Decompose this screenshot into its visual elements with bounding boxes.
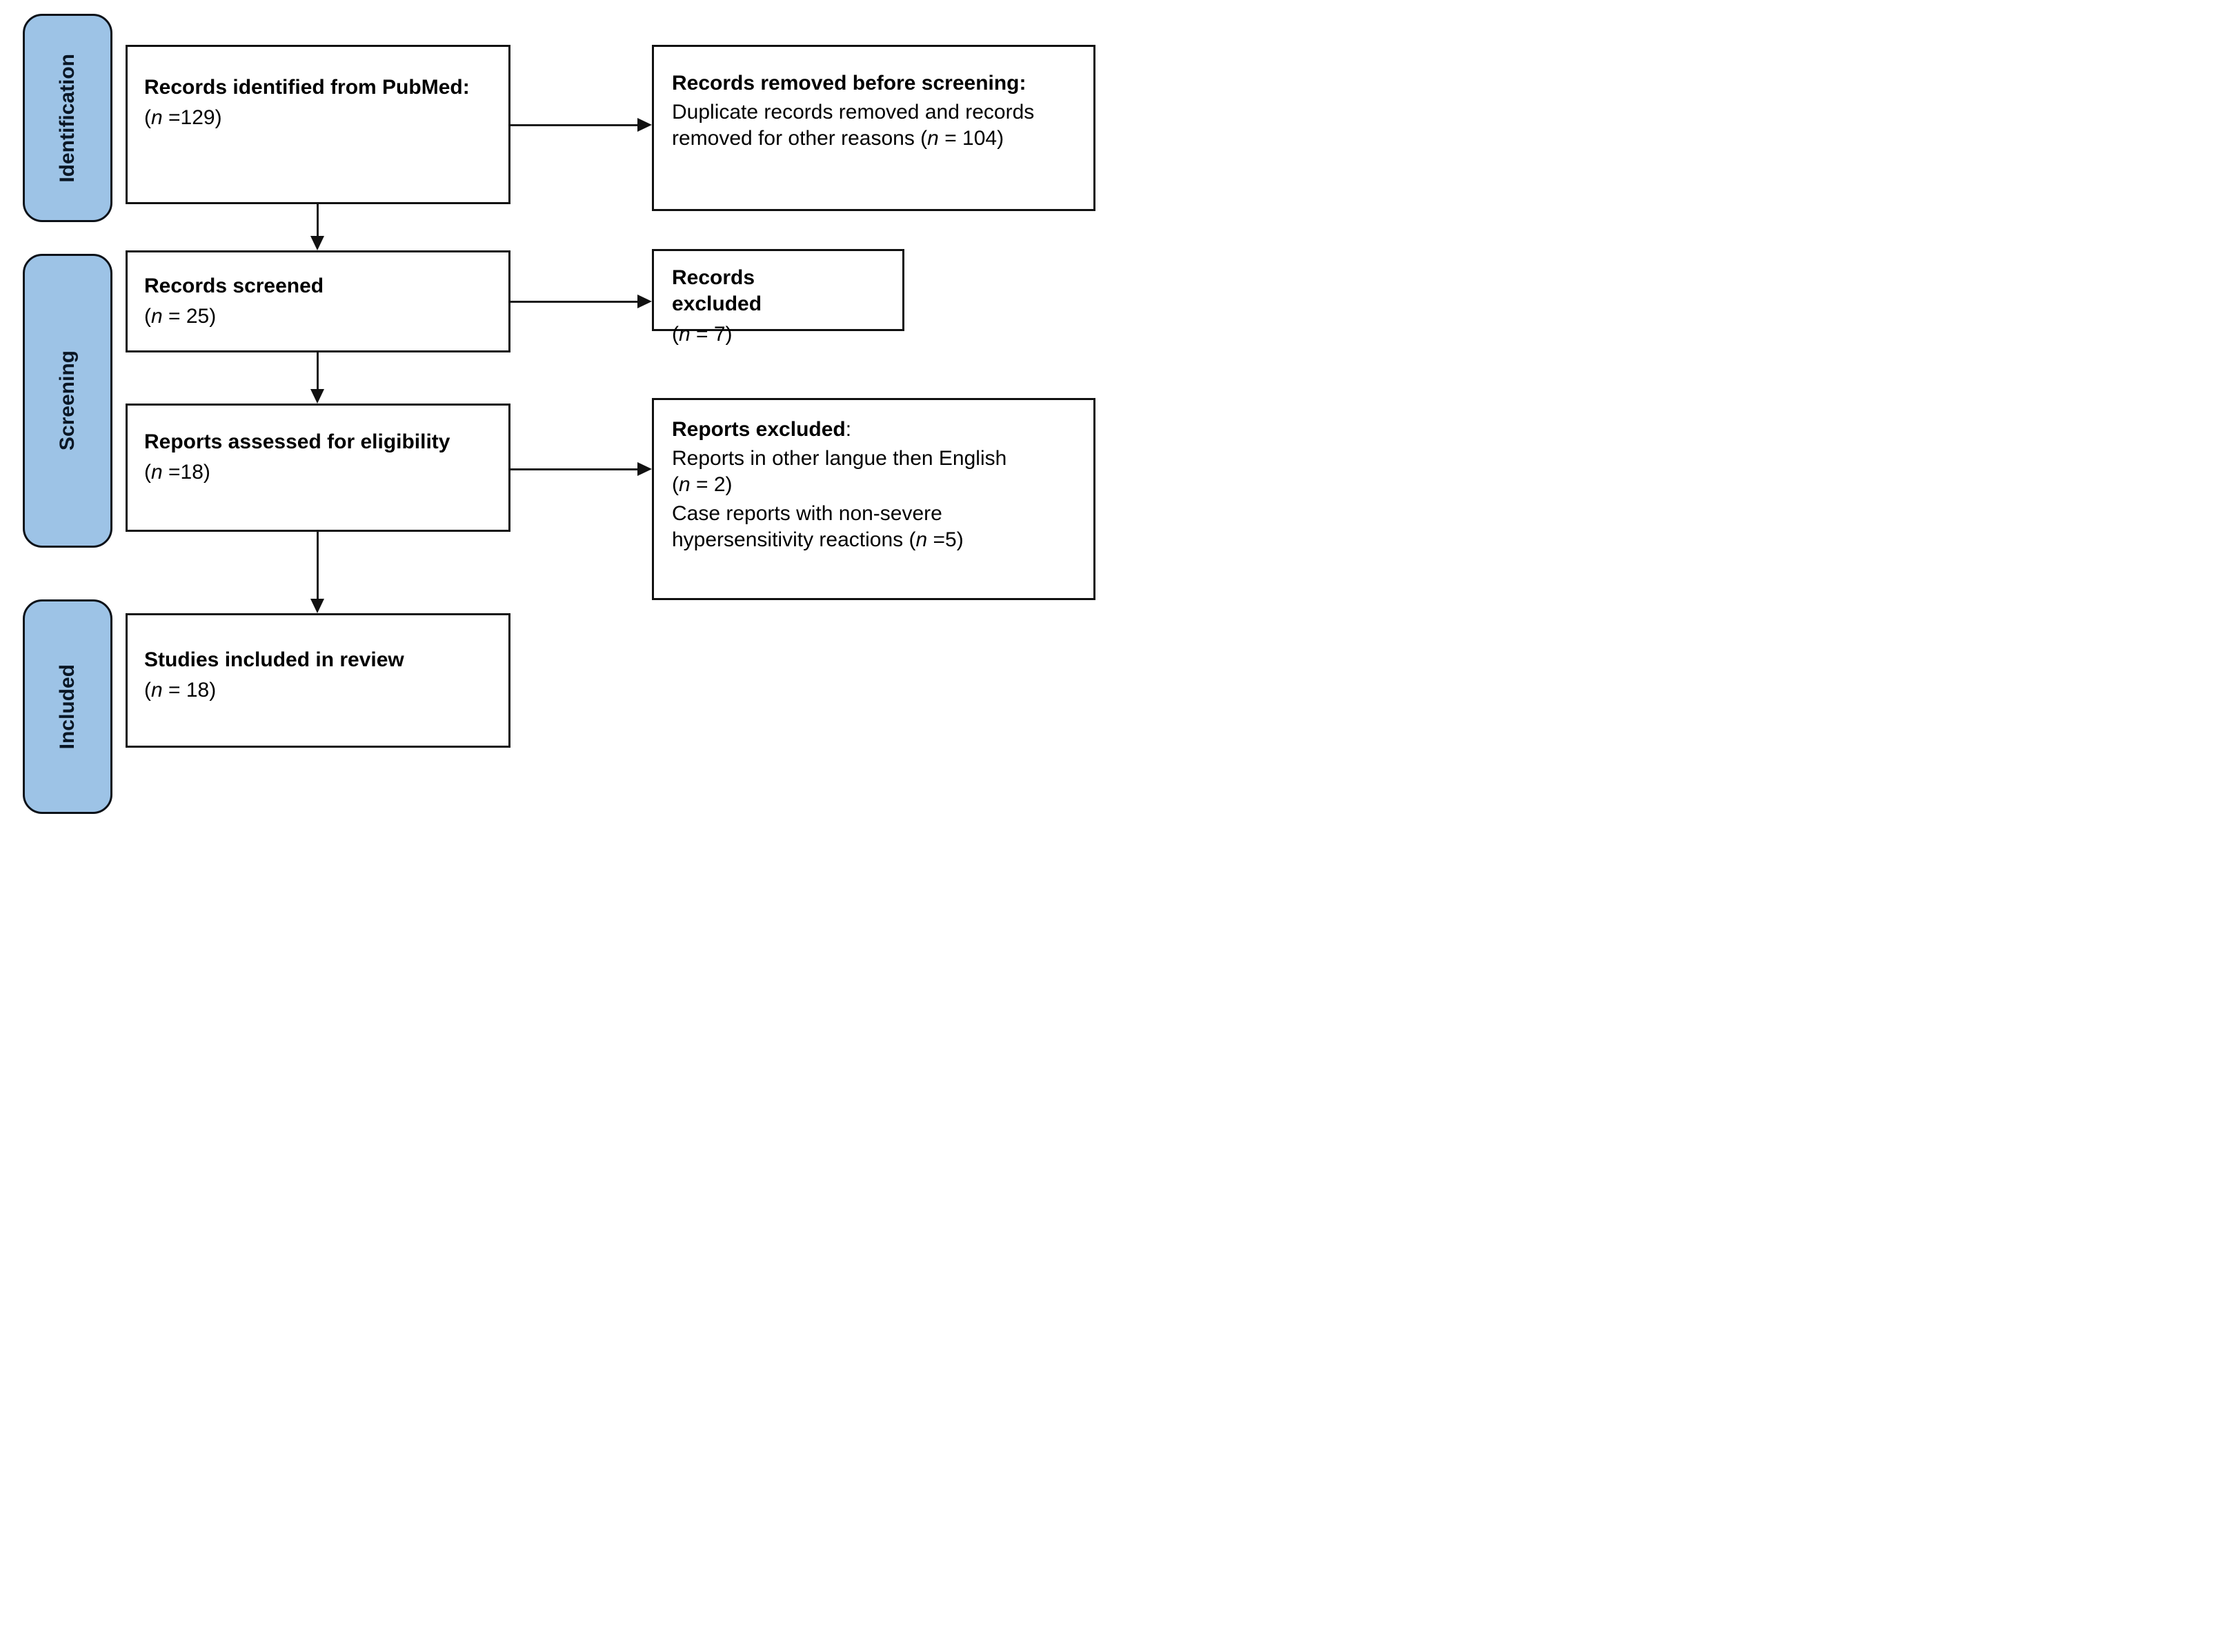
stage-box-included: Included [23, 599, 112, 814]
count-rest: = 104) [938, 127, 1004, 150]
stage-label-screening: Screening [56, 350, 79, 451]
arrow-line-assessed-to-excluded [510, 468, 639, 470]
box-records-screened-count: (n = 25) [144, 303, 492, 330]
box-studies-included-title: Studies included in review [144, 648, 404, 671]
box-records-excluded-count: (n = 7) [672, 321, 886, 348]
box-records-removed-body: Duplicate records removed and records re… [672, 99, 1044, 152]
count-open: ( [144, 305, 151, 328]
box-studies-included: Studies included in review (n = 18) [126, 613, 510, 748]
count-open: ( [672, 323, 679, 346]
count-rest: =5) [927, 528, 964, 552]
arrow-line-screened-to-excluded [510, 301, 639, 303]
box-records-identified-title: Records identified from PubMed: [144, 76, 470, 99]
stage-box-identification: Identification [23, 14, 112, 222]
count-n-italic: n [915, 528, 928, 552]
box-reports-excluded: Reports excluded: Reports in other langu… [652, 398, 1095, 600]
stage-box-screening: Screening [23, 254, 112, 548]
stage-label-included: Included [56, 664, 79, 750]
count-open: ( [144, 461, 151, 484]
count-rest: = 7) [690, 323, 733, 346]
reason-text: Case reports with non-severe hypersensit… [672, 502, 942, 552]
body-text: Duplicate records removed and records re… [672, 101, 1035, 150]
box-records-excluded-title: Records excluded [672, 266, 762, 316]
prisma-flow-diagram: Identification Screening Included Record… [0, 0, 1106, 826]
box-reports-assessed-title: Reports assessed for eligibility [144, 430, 450, 453]
arrow-head-identified-to-removed [637, 118, 652, 132]
count-rest: =129) [162, 106, 222, 130]
count-rest: = 2) [690, 473, 733, 497]
box-reports-excluded-reason-1: Reports in other langue then English (n … [672, 446, 1031, 498]
box-records-removed: Records removed before screening: Duplic… [652, 45, 1095, 211]
arrow-line-identified-to-removed [510, 124, 639, 126]
stage-label-identification: Identification [56, 53, 79, 183]
title-text: Reports excluded [672, 418, 846, 441]
box-records-screened: Records screened (n = 25) [126, 250, 510, 352]
count-n-italic: n [151, 305, 163, 328]
count-open: ( [144, 106, 151, 130]
arrow-head-screened-to-excluded [637, 295, 652, 308]
arrow-line-identified-to-screened [317, 204, 319, 237]
title-colon: : [845, 418, 852, 441]
box-studies-included-count: (n = 18) [144, 677, 492, 704]
box-records-removed-title: Records removed before screening: [672, 72, 1026, 94]
count-n-italic: n [151, 106, 163, 130]
box-records-screened-title: Records screened [144, 275, 324, 297]
box-reports-excluded-reason-2: Case reports with non-severe hypersensit… [672, 501, 1031, 553]
reason-text: Reports in other langue then English ( [672, 447, 1007, 497]
count-n-italic: n [151, 679, 163, 702]
box-reports-assessed-count: (n =18) [144, 459, 492, 486]
count-n-italic: n [927, 127, 939, 150]
box-reports-excluded-title: Reports excluded: [672, 417, 1077, 443]
count-rest: =18) [162, 461, 210, 484]
count-rest: = 25) [162, 305, 217, 328]
count-rest: = 18) [162, 679, 217, 702]
count-n-italic: n [679, 323, 691, 346]
arrow-head-screened-to-assessed [310, 389, 324, 404]
arrow-line-screened-to-assessed [317, 352, 319, 390]
box-records-identified-count: (n =129) [144, 105, 492, 131]
arrow-line-assessed-to-included [317, 532, 319, 599]
arrow-head-assessed-to-included [310, 599, 324, 613]
arrow-head-assessed-to-excluded [637, 462, 652, 476]
count-open: ( [144, 679, 151, 702]
box-records-excluded: Records excluded (n = 7) [652, 249, 904, 346]
box-reports-assessed: Reports assessed for eligibility (n =18) [126, 404, 510, 532]
box-records-identified: Records identified from PubMed: (n =129) [126, 45, 510, 204]
arrow-head-identified-to-screened [310, 236, 324, 250]
count-n-italic: n [151, 461, 163, 484]
count-n-italic: n [679, 473, 691, 497]
